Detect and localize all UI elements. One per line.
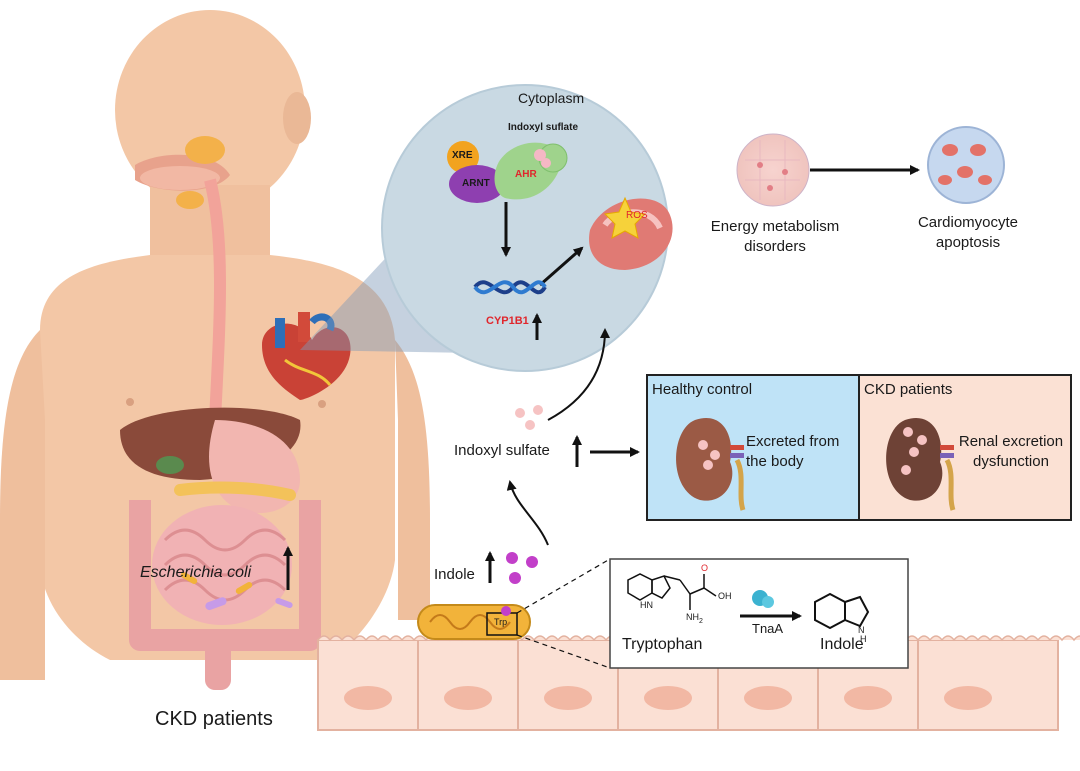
indole-label-right: Indole — [820, 636, 864, 653]
ros-label: ROS — [626, 210, 648, 221]
renal-line1: Renal excretion — [958, 433, 1064, 450]
excreted-label: Excreted from the body — [746, 432, 839, 472]
heart-icon — [262, 312, 351, 400]
hn-label: HN — [640, 600, 653, 610]
ahr-label: AHR — [515, 169, 537, 180]
tryptophan-label: Tryptophan — [622, 636, 703, 653]
cyp1b1-label: CYP1B1 — [486, 315, 529, 327]
ros-star-icon — [603, 196, 647, 239]
dna-icon — [473, 280, 547, 295]
o-label: O — [701, 563, 709, 573]
nh2-label: NH2 — [686, 612, 703, 625]
mitochondrion-icon — [589, 196, 673, 270]
tnaa-enzyme-icon — [752, 590, 774, 608]
arrow-dna-to-mitochondria — [539, 246, 584, 287]
ckd-kidney-icon — [886, 418, 956, 511]
energy-metabolism-label: Energy metabolism disorders — [707, 217, 843, 257]
energy-metabolism-line2: disorders — [744, 238, 806, 255]
arnt-label: ARNT — [462, 178, 490, 189]
n-label: N — [858, 625, 865, 635]
ckd-patients-body-label: CKD patients — [155, 708, 273, 730]
cardiomyocyte-line2: apoptosis — [935, 234, 1001, 251]
cardiomyocyte-apoptosis-label: Cardiomyocyte apoptosis — [908, 213, 1028, 253]
arrow-indoxyl-to-cell — [547, 328, 610, 421]
xre-label: XRE — [452, 150, 473, 161]
nh2-text: NH — [686, 612, 699, 622]
energy-metabolism-line1: Energy metabolism — [710, 218, 840, 235]
escherichia-coli-label: Escherichia coli — [140, 564, 252, 581]
cytoplasm-label: Cytoplasm — [518, 90, 585, 106]
zoom-line-bottom — [516, 634, 611, 669]
human-body — [0, 10, 430, 690]
indole-particles — [506, 552, 538, 584]
indoxyl-particles — [515, 405, 543, 430]
trp-label: Trp — [494, 617, 508, 627]
indoxyl-sulfate-label: Indoxyl sulfate — [454, 442, 550, 459]
tnaa-label: TnaA — [752, 621, 784, 636]
h-label: H — [860, 634, 867, 644]
renal-excretion-label: Renal excretion dysfunction — [950, 432, 1072, 472]
indoxyl-suflate-small-label: Indoxyl suflate — [508, 122, 579, 133]
apoptosis-cells-icon — [927, 126, 1005, 204]
healthy-control-label: Healthy control — [652, 381, 753, 398]
cardiomyocyte-line1: Cardiomyocyte — [917, 214, 1019, 231]
excreted-line2: the body — [746, 453, 804, 470]
nh2-subscript: 2 — [699, 617, 703, 625]
receptor-complex — [447, 141, 568, 203]
oh-label: OH — [718, 591, 732, 601]
indole-structure — [814, 592, 870, 630]
tryptophan-structure — [627, 573, 717, 610]
ckd-patients-box-label: CKD patients — [864, 381, 953, 398]
arrow-indole-to-indoxyl — [506, 480, 549, 546]
gut-bacteria — [180, 572, 293, 611]
excreted-line1: Excreted from — [746, 433, 840, 450]
bacterium-icon — [417, 604, 531, 640]
healthy-kidney-icon — [676, 418, 746, 511]
indole-label-left: Indole — [434, 566, 475, 583]
metabolism-cells-icon — [736, 133, 810, 207]
renal-line2: dysfunction — [973, 453, 1049, 470]
